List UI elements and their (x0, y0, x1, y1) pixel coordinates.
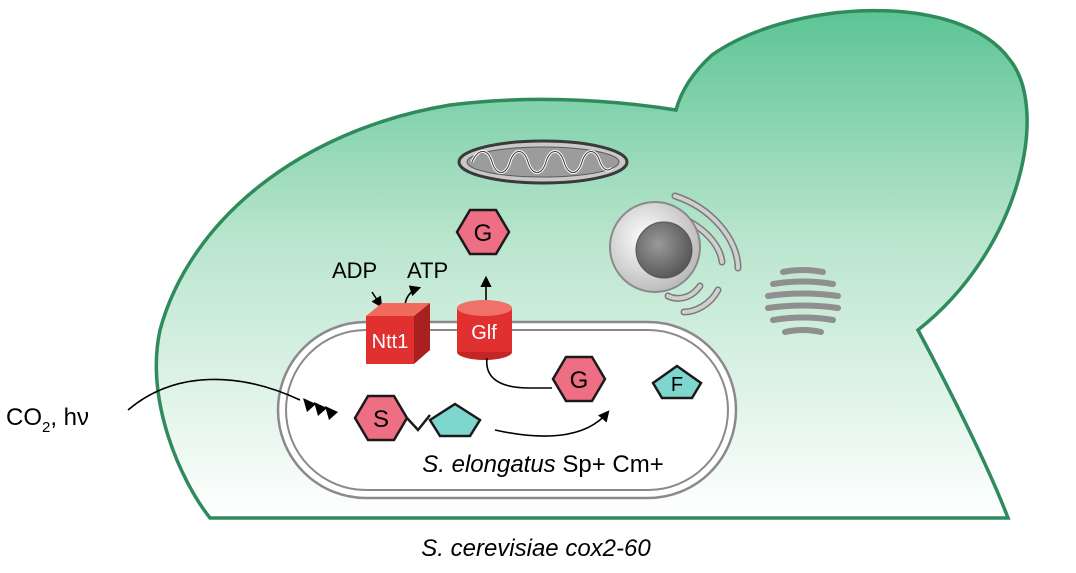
co2-hv-label: CO2, hν (6, 404, 89, 436)
nucleus-icon (609, 192, 742, 316)
mitochondrion-icon (457, 139, 629, 185)
multi-step-arrowheads (303, 398, 338, 420)
glucose-inside-label: G (570, 367, 589, 394)
atp-label: ATP (407, 258, 448, 283)
adp-import-arrow (371, 291, 383, 308)
golgi-icon (765, 267, 841, 335)
fructose-pentagon: F (651, 364, 703, 400)
sucrose-hydrolysis-arrow (494, 410, 610, 437)
glf-label: Glf (471, 322, 497, 344)
glf-to-glucose-connector (485, 357, 552, 389)
glucose-cytoplasm-hexagon: G (455, 208, 511, 256)
cyanobacterium-label: S. elongatus Sp+ Cm+ (422, 451, 663, 478)
glucose-inside-hexagon: G (551, 355, 607, 403)
ntt1-transporter: Ntt1 (366, 303, 430, 364)
co2-fixation-arrow (127, 378, 301, 411)
sucrose-label: S (373, 406, 389, 433)
glf-transporter: Glf (457, 300, 512, 360)
fructose-label: F (671, 374, 683, 396)
sucrose-molecule: S (353, 394, 482, 442)
ntt1-label: Ntt1 (372, 331, 409, 353)
glucose-top-label: G (474, 220, 493, 247)
host-species-label: S. cerevisiae cox2-60 (421, 535, 651, 562)
adp-label: ADP (332, 258, 377, 283)
